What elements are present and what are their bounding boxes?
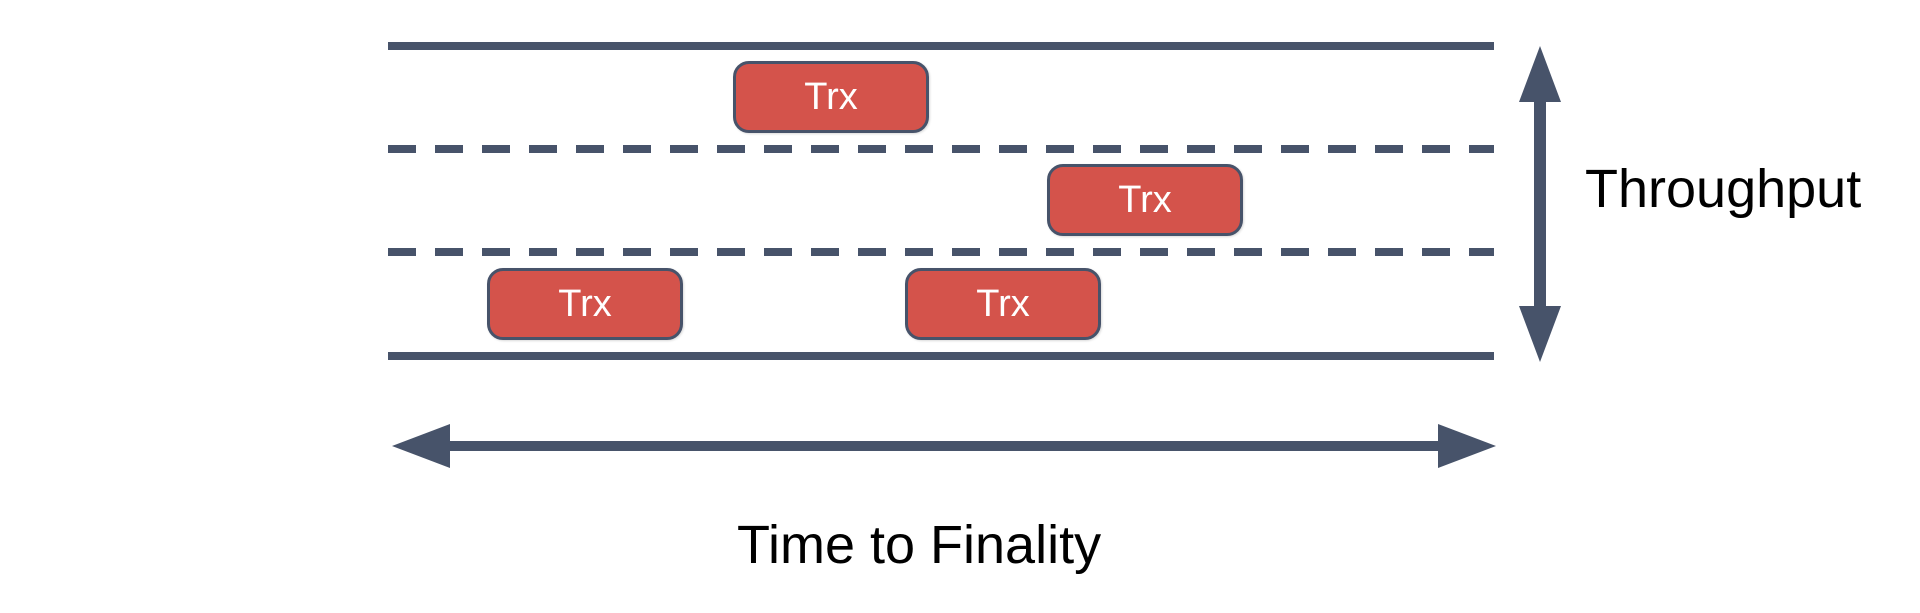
time-to-finality-double-arrow-icon: [392, 424, 1496, 468]
throughput-label: Throughput: [1585, 159, 1862, 219]
lane-divider-2: [388, 248, 1494, 256]
throughput-double-arrow-icon: [1519, 46, 1561, 362]
transaction-label: Trx: [976, 282, 1030, 325]
transaction-box: Trx: [733, 61, 929, 133]
throughput-arrowhead-down: [1519, 306, 1561, 362]
time-arrow-shaft: [442, 441, 1446, 451]
transaction-label: Trx: [1118, 178, 1172, 221]
transaction-label: Trx: [804, 75, 858, 118]
transaction-box: Trx: [1047, 164, 1243, 236]
lane-divider-1: [388, 145, 1494, 153]
lane-boundary-bottom: [388, 352, 1494, 360]
time-arrowhead-right: [1438, 424, 1496, 468]
throughput-arrowhead-up: [1519, 46, 1561, 102]
lane-boundary-top: [388, 42, 1494, 50]
transaction-box: Trx: [487, 268, 683, 340]
time-arrowhead-left: [392, 424, 450, 468]
transaction-box: Trx: [905, 268, 1101, 340]
time-to-finality-label: Time to Finality: [737, 515, 1102, 575]
throughput-arrow-shaft: [1534, 96, 1546, 312]
transaction-label: Trx: [558, 282, 612, 325]
